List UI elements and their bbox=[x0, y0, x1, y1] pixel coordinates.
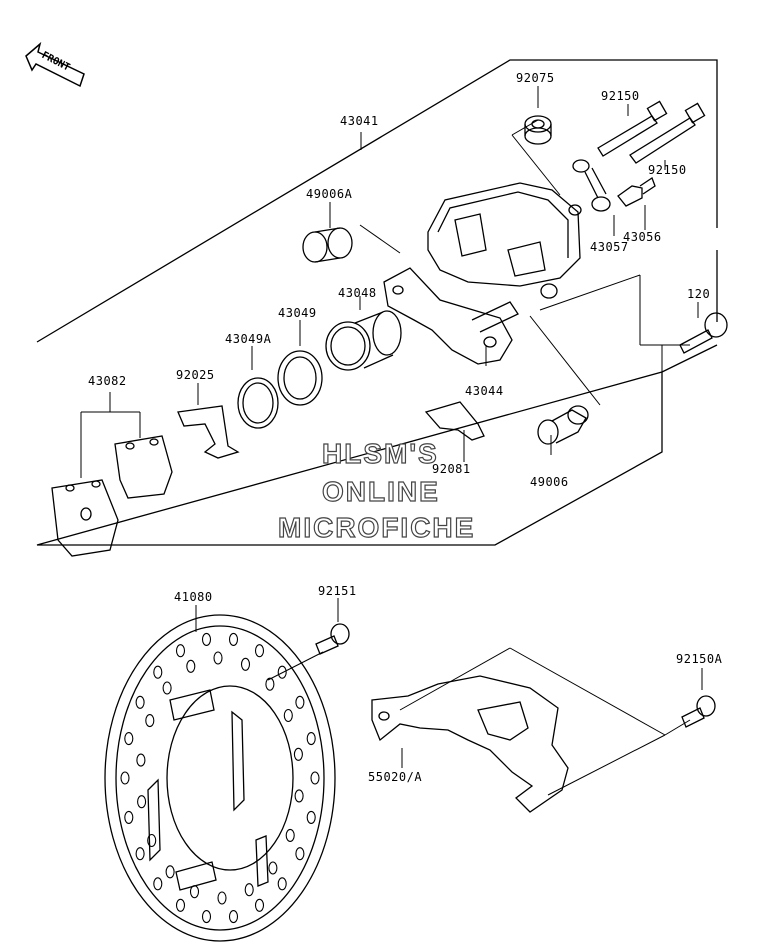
disc-hole bbox=[137, 795, 147, 809]
part-label-92081: 92081 bbox=[432, 462, 471, 476]
disc-hole bbox=[147, 833, 157, 848]
part-label-92150A: 92150A bbox=[676, 652, 723, 666]
watermark-line-2: ONLINE bbox=[321, 475, 440, 507]
bleeder-linkage-43057 bbox=[572, 159, 611, 212]
disc-hole bbox=[310, 771, 320, 785]
disc-hole bbox=[153, 665, 163, 679]
disc-hole bbox=[295, 847, 305, 861]
disc-hole bbox=[175, 644, 186, 658]
disc-hole bbox=[295, 695, 305, 709]
watermark-line-3: MICROFICHE bbox=[277, 511, 476, 543]
disc-hole bbox=[254, 898, 265, 912]
disc-hole bbox=[201, 910, 212, 924]
part-label-92150-upper: 92150 bbox=[601, 89, 640, 103]
disc-hole bbox=[175, 898, 186, 912]
part-label-92025: 92025 bbox=[176, 368, 215, 382]
disc-hole bbox=[189, 885, 200, 899]
front-direction-arrow-icon: FRONT bbox=[25, 41, 85, 88]
disc-hole bbox=[285, 828, 295, 842]
assembly-outline bbox=[36, 59, 718, 546]
disc-hole bbox=[306, 810, 316, 824]
part-label-92151: 92151 bbox=[318, 584, 357, 598]
disc-hole bbox=[135, 695, 145, 709]
disc-hole bbox=[228, 632, 239, 646]
disc-hole bbox=[135, 847, 145, 861]
part-label-120: 120 bbox=[687, 287, 711, 301]
part-label-43041: 43041 bbox=[340, 114, 379, 128]
seal-43049 bbox=[277, 350, 323, 406]
part-label-92075: 92075 bbox=[516, 71, 555, 85]
bolt-92151 bbox=[315, 623, 350, 655]
disc-hole bbox=[217, 891, 227, 905]
disc-hole bbox=[213, 651, 223, 665]
disc-hole bbox=[283, 708, 293, 723]
seal-43049A bbox=[237, 377, 279, 429]
part-label-43044: 43044 bbox=[465, 384, 504, 398]
disc-hole bbox=[120, 771, 130, 785]
disc-hole bbox=[124, 810, 134, 824]
part-label-41080: 41080 bbox=[174, 590, 213, 604]
part-label-49006A: 49006A bbox=[306, 187, 353, 201]
boot-49006A bbox=[302, 227, 353, 263]
disc-hole bbox=[124, 732, 134, 746]
part-label-92150-lower: 92150 bbox=[648, 163, 687, 177]
disc-hole bbox=[265, 677, 275, 691]
brake-disc-41080 bbox=[104, 614, 336, 942]
disc-hole bbox=[145, 714, 155, 728]
part-label-43057: 43057 bbox=[590, 240, 629, 254]
spring-92025 bbox=[177, 405, 240, 459]
disc-hole bbox=[162, 681, 172, 695]
bracket-43044 bbox=[383, 267, 519, 365]
bolt-120 bbox=[679, 312, 728, 354]
disc-hole bbox=[186, 659, 196, 673]
part-label-43049: 43049 bbox=[278, 306, 317, 320]
disc-holes bbox=[120, 632, 320, 924]
boot-49006 bbox=[537, 405, 589, 445]
disc-hole bbox=[293, 747, 303, 761]
disc-hole bbox=[254, 644, 265, 658]
piston-43048 bbox=[325, 310, 402, 371]
disc-hole bbox=[136, 753, 146, 767]
pins-92150 bbox=[597, 100, 706, 164]
disc-hole bbox=[244, 883, 254, 897]
part-label-43082: 43082 bbox=[88, 374, 127, 388]
disc-hole bbox=[201, 632, 212, 646]
part-label-43048: 43048 bbox=[338, 286, 377, 300]
part-label-43049A: 43049A bbox=[225, 332, 272, 346]
disc-hole bbox=[277, 665, 287, 679]
leader-lines bbox=[80, 86, 703, 796]
caliper-body bbox=[427, 182, 582, 299]
disc-hole bbox=[277, 877, 287, 891]
disc-hole bbox=[240, 657, 251, 671]
disc-hole bbox=[268, 861, 278, 875]
part-label-49006: 49006 bbox=[530, 475, 569, 489]
disc-hole bbox=[165, 865, 175, 879]
cap-92075 bbox=[524, 115, 552, 145]
watermark-line-1: HLSM'S bbox=[321, 437, 439, 469]
disc-hole bbox=[228, 910, 239, 924]
clip-92081 bbox=[424, 401, 485, 441]
bolt-92150A bbox=[681, 695, 716, 728]
disc-hole bbox=[153, 877, 163, 891]
part-label-43056: 43056 bbox=[623, 230, 662, 244]
disc-guard-55020A bbox=[371, 675, 569, 813]
bleeder-valve-43056 bbox=[617, 177, 656, 207]
part-label-55020A: 55020/A bbox=[368, 770, 423, 784]
pads-43082 bbox=[51, 435, 173, 557]
disc-hole bbox=[294, 789, 304, 803]
disc-hole bbox=[306, 732, 316, 746]
